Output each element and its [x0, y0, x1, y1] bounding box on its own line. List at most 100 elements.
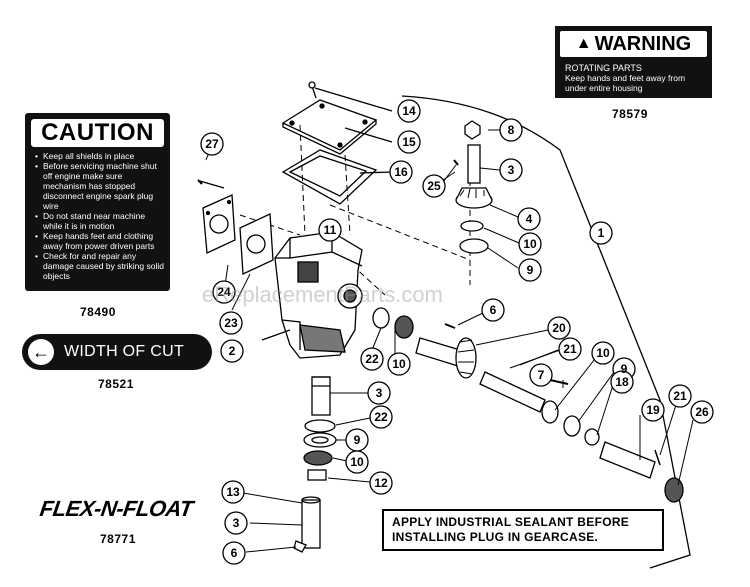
watermark: eReplacementParts.com	[202, 282, 443, 307]
bearing-9-h	[563, 415, 581, 437]
callout-text: 6	[490, 303, 497, 317]
key-7	[549, 379, 569, 385]
gear-small	[541, 400, 559, 424]
shaft-19	[599, 441, 656, 479]
bearing-9-top	[459, 238, 489, 254]
caution-item: Check for and repair any damage caused b…	[35, 251, 164, 281]
output-shaft	[479, 371, 546, 413]
callout-23	[219, 311, 243, 335]
warning-decal: ▲ WARNING ROTATING PARTS Keep hands and …	[555, 26, 712, 98]
washer-10	[460, 220, 484, 232]
callout-14	[397, 99, 421, 123]
callout-text: 23	[224, 316, 238, 330]
callout-text: 12	[374, 476, 388, 490]
gasket-23	[239, 213, 274, 275]
leader-line-part-1	[401, 95, 691, 569]
callout-text: 22	[365, 352, 379, 366]
caution-item: Before servicing machine shut off engine…	[35, 161, 164, 211]
callout-13	[221, 480, 245, 504]
callout-18	[610, 370, 634, 394]
warning-part-number: 78579	[612, 107, 648, 121]
callout-16	[389, 160, 413, 184]
gasket-16	[281, 149, 378, 205]
sealant-note-line-2: INSTALLING PLUG IN GEARCASE.	[392, 530, 599, 544]
callout-8	[499, 118, 523, 142]
callout-text: 7	[538, 368, 545, 382]
callout-text: 20	[552, 321, 566, 335]
callout-21a	[558, 337, 582, 361]
sealant-note: APPLY INDUSTRIAL SEALANT BEFORE INSTALLI…	[382, 509, 664, 551]
callout-19	[641, 398, 665, 422]
sealant-note-line-1: APPLY INDUSTRIAL SEALANT BEFORE	[392, 515, 630, 529]
key-21b	[654, 449, 661, 466]
callout-text: 25	[427, 179, 441, 193]
caution-list: Keep all shields in place Before servici…	[35, 151, 164, 281]
callout-24	[212, 280, 236, 304]
callout-9a	[518, 258, 542, 282]
bearing-race-10	[303, 450, 333, 466]
callout-text: 9	[621, 362, 628, 376]
callout-9c	[360, 347, 384, 371]
callout-text: 8	[508, 123, 515, 137]
callout-10c	[387, 352, 411, 376]
callout-3c	[224, 511, 248, 535]
callout-10d	[345, 450, 369, 474]
callout-12	[369, 471, 393, 495]
callout-21b	[668, 384, 692, 408]
warning-text: Keep hands and feet away from under enti…	[565, 73, 686, 93]
lower-shaft-3	[301, 499, 321, 549]
callout-text: 6	[231, 546, 238, 560]
warning-title: ▲ WARNING	[560, 31, 707, 57]
bottom-shaft-3	[311, 376, 331, 416]
top-cover-plate-15	[281, 99, 378, 155]
bevel-gear-20	[455, 337, 477, 379]
callout-text: 21	[563, 342, 577, 356]
callout-text: 1	[598, 226, 605, 240]
callout-text: 2	[229, 344, 236, 358]
callout-text: 11	[324, 223, 337, 237]
callout-3a	[499, 158, 523, 182]
flex-n-float-part-number: 78771	[100, 532, 136, 546]
warning-title-text: WARNING	[594, 32, 692, 55]
plug-6-side	[444, 323, 456, 329]
callout-text: 21	[673, 389, 687, 403]
callout-22	[369, 405, 393, 429]
seal-12	[307, 469, 327, 481]
left-arrow-icon: ←	[28, 339, 54, 365]
bearing-9	[303, 432, 337, 448]
drive-shaft	[415, 337, 461, 367]
callout-text: 10	[392, 357, 406, 371]
gearcase-body	[274, 231, 363, 359]
callout-6b	[222, 541, 246, 565]
width-of-cut-decal: ← WIDTH OF CUT	[22, 334, 212, 370]
callout-text: 3	[376, 386, 383, 400]
callout-25	[422, 174, 446, 198]
caution-part-number: 78490	[80, 305, 116, 319]
caution-item: Keep all shields in place	[35, 151, 164, 161]
callout-26	[690, 400, 714, 424]
caution-decal: CAUTION Keep all shields in place Before…	[25, 113, 170, 291]
bearing-10-side	[394, 315, 414, 339]
callout-text: 27	[205, 137, 219, 151]
callout-text: 15	[402, 135, 416, 149]
seal-18	[584, 428, 600, 446]
caution-title: CAUTION	[31, 119, 164, 147]
caution-item: Keep hands feet and clothing away from p…	[35, 231, 164, 251]
warning-body: ROTATING PARTS Keep hands and feet away …	[557, 60, 710, 96]
callout-text: 18	[615, 375, 629, 389]
callout-7	[529, 363, 553, 387]
callout-text: 22	[374, 410, 388, 424]
callout-10a	[518, 232, 542, 256]
callout-20	[547, 316, 571, 340]
width-of-cut-label: WIDTH OF CUT	[64, 343, 185, 360]
warning-triangle-icon: ▲	[575, 35, 592, 52]
callout-text: 24	[217, 285, 231, 299]
callout-text: 14	[402, 104, 416, 118]
callout-text: 13	[226, 485, 240, 499]
callout-text: 3	[508, 163, 515, 177]
gasket-24	[202, 194, 236, 254]
plug-6	[293, 540, 307, 553]
callouts	[200, 99, 714, 565]
callout-10b	[591, 341, 615, 365]
callout-2	[220, 339, 244, 363]
